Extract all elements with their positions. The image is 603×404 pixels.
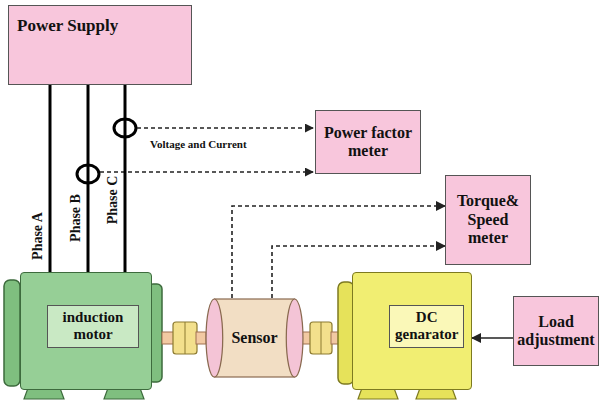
sensor-end [286,299,303,377]
shaft [196,332,206,344]
coupling [310,322,332,354]
signal-lead [137,127,313,129]
sensor-end [206,299,223,377]
phase-wire [124,85,127,272]
phase-label: Phase B [68,193,83,243]
sensor-cylinder: Sensor [205,298,304,378]
power-supply-box: Power Supply [8,5,192,85]
phase-wire [87,85,90,272]
shaft [162,332,174,344]
machine-label: induction motor [47,305,139,348]
motor-body: induction motor [20,272,152,390]
phase-label: Phase C [105,175,120,226]
motor-end-cap [4,280,20,386]
signal-label: Voltage and Current [150,138,247,150]
machine-label: DC genarator [389,305,464,348]
signal-lead [100,171,313,173]
load-box: Load adjustment [513,296,599,366]
coupling [173,322,197,354]
box-label: Torque& Speed meter [450,192,526,247]
coupling-seam [321,322,322,354]
meter-box: Torque& Speed meter [445,175,531,265]
load-arrow [472,337,513,339]
meter-box: Power factor meter [315,110,421,174]
phase-wire [49,85,52,272]
coupling-seam [185,322,186,354]
box-label: Sensor [231,329,277,347]
box-label: Load adjustment [517,313,595,350]
sensor-body [214,299,294,377]
generator-body: DC genarator [352,272,472,390]
phase-label: Phase A [30,211,45,261]
box-label: Power factor meter [320,124,416,161]
box-label: Power Supply [17,16,118,36]
